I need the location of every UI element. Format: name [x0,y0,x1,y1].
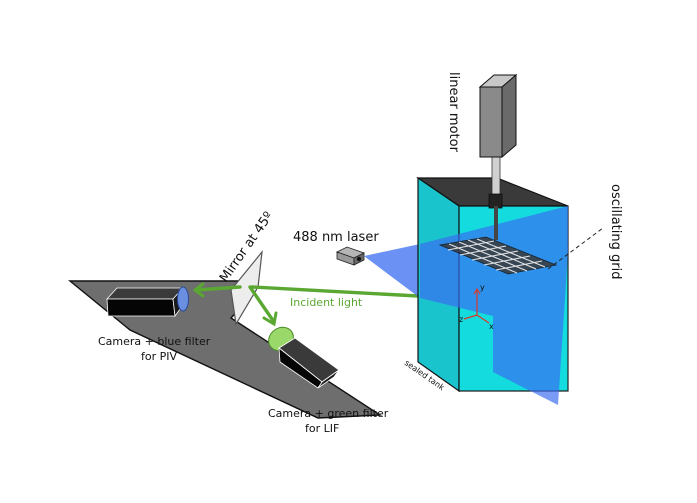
green-light-beams [192,282,420,327]
laser-device [335,246,366,266]
axis-y-label: y [480,283,485,292]
laser-label: 488 nm laser [293,230,379,245]
camera-green-filter [268,326,340,389]
oscillating-grid [438,236,558,275]
axis-x-label: x [489,322,494,331]
grid-pointer-line [547,227,604,270]
linear-motor-label: linear motor [446,72,461,153]
linear-motor [478,73,518,240]
camera-blue-label-line1: Camera + blue filter [98,335,211,348]
axis-z-label: z [459,315,463,324]
oscillating-grid-label: oscillating grid [608,184,623,279]
laser-fan [364,244,420,298]
incident-light-label: Incident light [290,296,363,309]
camera-green-label-line1: Camera + green filter [268,407,389,420]
camera-blue-filter [106,286,189,318]
coordinate-axes [463,287,490,324]
camera-blue-label-line2: for PIV [141,350,177,363]
blue-filter-lens [177,286,189,312]
camera-green-label-line2: for LIF [305,422,339,435]
